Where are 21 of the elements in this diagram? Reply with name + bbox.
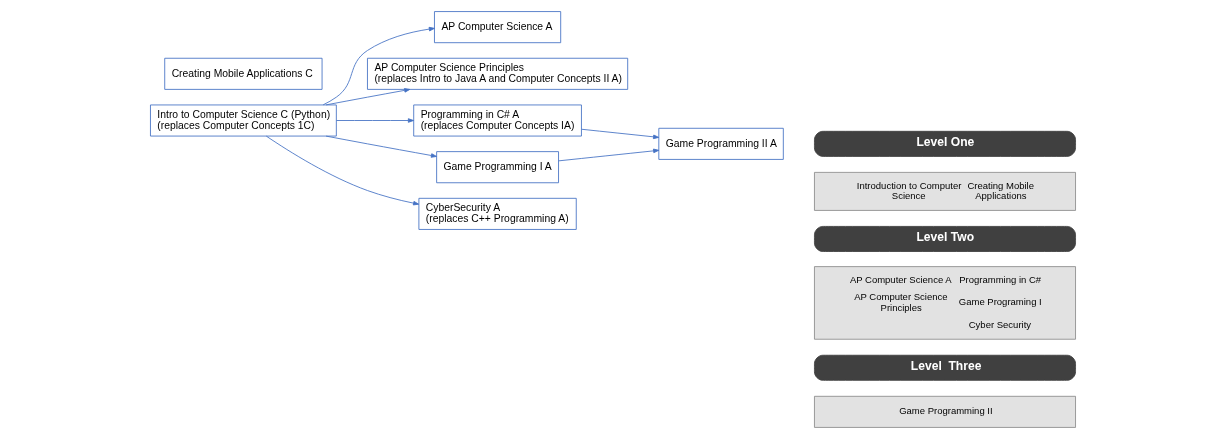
node-box: Level Two [814, 226, 1076, 252]
node-box: Programming in C# A (replaces Computer Concepts IA) [413, 104, 582, 137]
arrow [558, 148, 660, 162]
node-box: Level Three [814, 354, 1076, 381]
node-box: Creating Mobile Applications C [164, 57, 323, 90]
node-box: CyberSecurity A (replaces C++ Programming A) [418, 197, 577, 230]
arrow [265, 135, 420, 206]
node-box: Game Programming II [814, 395, 1076, 428]
node-box: Level One [814, 130, 1076, 157]
node-box: Game Programming II A [658, 127, 784, 160]
node-box: AP Computer Science A Programming in C# AP Computer Science Principles Game Programing I Cyber Security [814, 266, 1076, 340]
node-box: Intro to Computer Science C (Python) (replaces Computer Concepts 1C) [150, 104, 337, 137]
arrow [325, 88, 411, 106]
arrow [581, 128, 660, 140]
node-box: Introduction to Computer Science Creating Mobile Applications [814, 171, 1076, 211]
arrow [325, 135, 437, 158]
node-box: AP Computer Science A [434, 11, 562, 44]
node-box: Game Programming I A [436, 151, 559, 184]
arrow [322, 26, 435, 106]
node-box: AP Computer Science Principles (replaces Intro to Java A and Computer Concepts II A) [367, 57, 629, 90]
arrow [336, 118, 414, 123]
